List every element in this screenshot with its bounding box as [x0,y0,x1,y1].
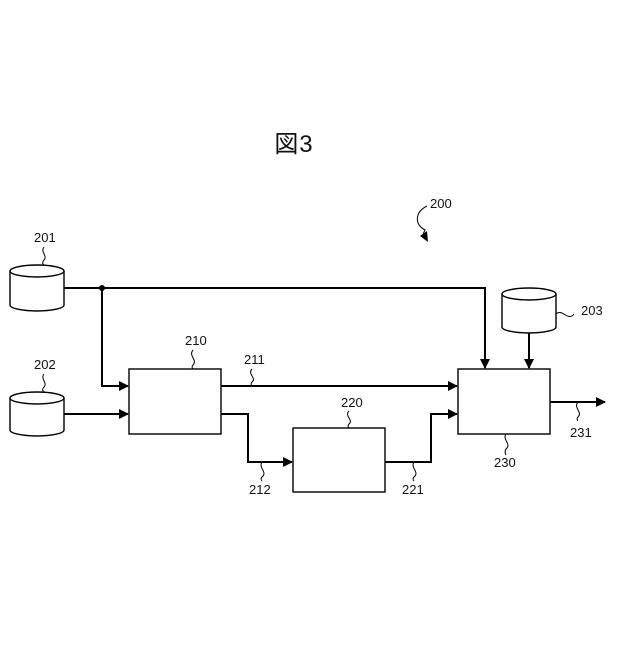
signal-221-label: 221 [402,482,424,497]
process-block-220-leader [348,411,351,428]
signal-231-leader [577,402,580,421]
connector-201-to-230 [64,288,485,368]
process-block-230-label: 230 [494,455,516,470]
database-201 [10,265,64,311]
signal-221-leader [413,462,416,481]
signal-211-label: 211 [244,352,265,367]
signal-212-label: 212 [249,482,271,497]
process-block-220-label: 220 [341,395,363,410]
database-203-leader [556,312,574,316]
process-block-230 [458,369,550,434]
connector-201-to-210 [102,288,128,386]
signal-231-label: 231 [570,425,592,440]
signal-212-line [221,414,292,462]
process-block-210 [129,369,221,434]
system-ref-label: 200 [430,196,452,211]
database-201-label: 201 [34,230,56,245]
signal-212-leader [261,462,264,481]
database-202-label: 202 [34,357,56,372]
process-block-210-label: 210 [185,333,207,348]
process-block-230-leader [505,434,508,455]
process-block-210-leader [192,350,195,369]
signal-211-leader [251,369,254,386]
database-203-label: 203 [581,303,603,318]
signal-221-line [385,414,457,462]
process-block-220 [293,428,385,492]
database-201-leader [43,247,45,265]
database-202-leader [43,374,45,392]
database-203 [502,288,556,333]
figure-title: 図3 [274,131,313,158]
database-202 [10,392,64,436]
